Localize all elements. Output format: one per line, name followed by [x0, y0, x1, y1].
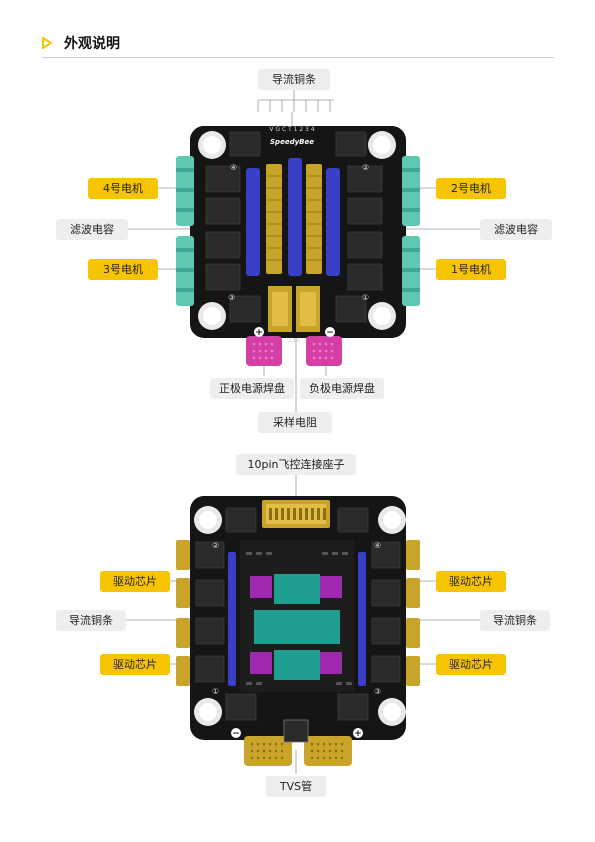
bottom-callouts: 10pin飞控连接座子 驱动芯片 驱动芯片 导流铜条 导流铜条 驱动芯片 驱动芯…	[56, 454, 550, 797]
neg-power-pad	[306, 336, 342, 366]
mcu-chip-center	[254, 610, 340, 644]
callout-neg-pad: 负极电源焊盘	[309, 381, 375, 395]
top-callouts: 导流铜条 4号电机 2号电机 滤波电容 滤波电容 3号电机 1号电机 正极电源焊…	[56, 69, 552, 433]
bottom-silkscreen: ② ④ ① ③ − +	[212, 541, 381, 739]
brand-logo: SpeedyBee	[270, 138, 314, 146]
silk-n3: ③	[228, 293, 235, 302]
top-power-pads	[246, 336, 342, 366]
silk-n2: ②	[362, 163, 369, 172]
minus-mark: −	[326, 328, 334, 338]
driver-chip-bl	[250, 652, 272, 674]
b-minus-mark: −	[232, 729, 240, 739]
driver-chip-tr	[320, 576, 342, 598]
callout-driver-br: 驱动芯片	[449, 657, 493, 671]
bottom-mosfets	[195, 507, 401, 721]
callout-motor2: 2号电机	[451, 181, 491, 195]
callout-filter-cap-left: 滤波电容	[70, 222, 114, 236]
callout-tvs: TVS管	[279, 779, 312, 793]
callout-driver-tr: 驱动芯片	[449, 574, 493, 588]
section-header: 外观说明	[42, 28, 554, 58]
bottom-power-pads	[244, 736, 352, 766]
silk-b-n4: ④	[374, 541, 381, 550]
callout-driver-bl: 驱动芯片	[113, 657, 157, 671]
callout-shunt: 采样电阻	[273, 415, 317, 429]
callout-copper-left: 导流铜条	[69, 613, 113, 627]
mcu-chip-top	[274, 574, 320, 604]
top-silkscreen: V G C T 1 2 3 4 SpeedyBee A4A ④ ② ③ ① + …	[228, 126, 369, 345]
header-divider	[42, 57, 554, 58]
pin-labels: V G C T 1 2 3 4	[269, 126, 314, 133]
silk-b-n2: ②	[212, 541, 219, 550]
silk-b-n3: ③	[374, 687, 381, 696]
silk-n4: ④	[230, 163, 237, 172]
callout-pos-pad: 正极电源焊盘	[219, 381, 285, 395]
amp-mark: A4A	[288, 338, 301, 345]
callout-copper-right: 导流铜条	[493, 613, 537, 627]
pos-power-pad	[246, 336, 282, 366]
plus-mark: +	[255, 328, 263, 338]
bottom-motor-pads	[176, 540, 420, 686]
tvs-component	[283, 719, 309, 743]
callout-driver-tl: 驱动芯片	[113, 574, 157, 588]
bottom-chip-area	[240, 540, 354, 692]
bottom-mounting-holes	[194, 506, 406, 726]
bottom-board: ② ④ ① ③ − + 10pin飞控连接座子 驱动芯片 驱动芯片 导流铜条 导…	[56, 454, 550, 797]
silk-n1: ①	[362, 293, 369, 302]
b-plus-mark: +	[354, 729, 362, 739]
silk-b-n1: ①	[212, 687, 219, 696]
callout-copper-strip: 导流铜条	[272, 72, 316, 86]
fc-connector	[262, 500, 330, 528]
callout-motor3: 3号电机	[103, 262, 143, 276]
bottom-copper-strip-right	[358, 552, 366, 686]
mcu-chip-bottom	[274, 650, 320, 680]
copper-strip-left	[246, 168, 260, 276]
filter-capacitors	[266, 164, 322, 274]
top-board: V G C T 1 2 3 4 SpeedyBee A4A ④ ② ③ ① + …	[56, 69, 552, 433]
callout-motor4: 4号电机	[103, 181, 143, 195]
callout-connector: 10pin飞控连接座子	[247, 457, 344, 471]
top-motor-pads	[176, 156, 420, 306]
copper-strip-center	[288, 158, 302, 276]
copper-strip-right	[326, 168, 340, 276]
top-capacitor-area	[246, 158, 340, 276]
play-arrow-icon	[42, 37, 52, 49]
driver-chip-br	[320, 652, 342, 674]
callout-motor1: 1号电机	[451, 262, 491, 276]
shunt-resistors	[268, 286, 320, 332]
top-mounting-holes	[198, 131, 396, 330]
top-mosfets	[205, 131, 383, 323]
driver-chip-tl	[250, 576, 272, 598]
section-title: 外观说明	[64, 36, 120, 52]
bottom-copper-strip-left	[228, 552, 236, 686]
callout-filter-cap-right: 滤波电容	[494, 222, 538, 236]
